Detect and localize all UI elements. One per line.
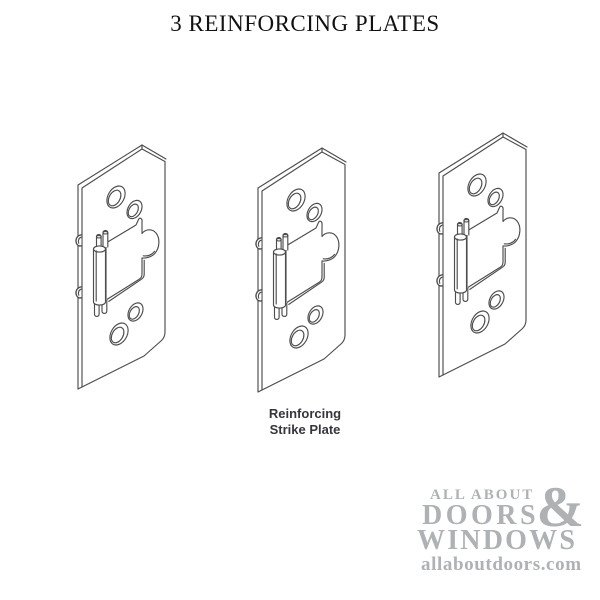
caption-line-2: Strike Plate — [269, 422, 341, 437]
logo-website-url: allaboutdoors.com — [421, 554, 582, 575]
plate-illustration-left — [75, 144, 167, 390]
plate-illustration-right — [436, 132, 528, 378]
caption-line-1: Reinforcing — [268, 406, 342, 421]
plate-illustration-middle — [255, 147, 347, 393]
logo-line-doors: DOORS — [422, 500, 540, 531]
strike-plate-caption: Reinforcing Strike Plate — [230, 406, 380, 438]
logo-line-windows: WINDOWS — [417, 525, 578, 556]
page-title: 3 REINFORCING PLATES — [170, 11, 440, 36]
all-about-doors-windows-logo: ALL ABOUT & DOORS WINDOWS allaboutdoors.… — [415, 479, 584, 576]
logo-ampersand: & — [536, 476, 584, 539]
logo-line-all-about: ALL ABOUT — [430, 487, 535, 503]
